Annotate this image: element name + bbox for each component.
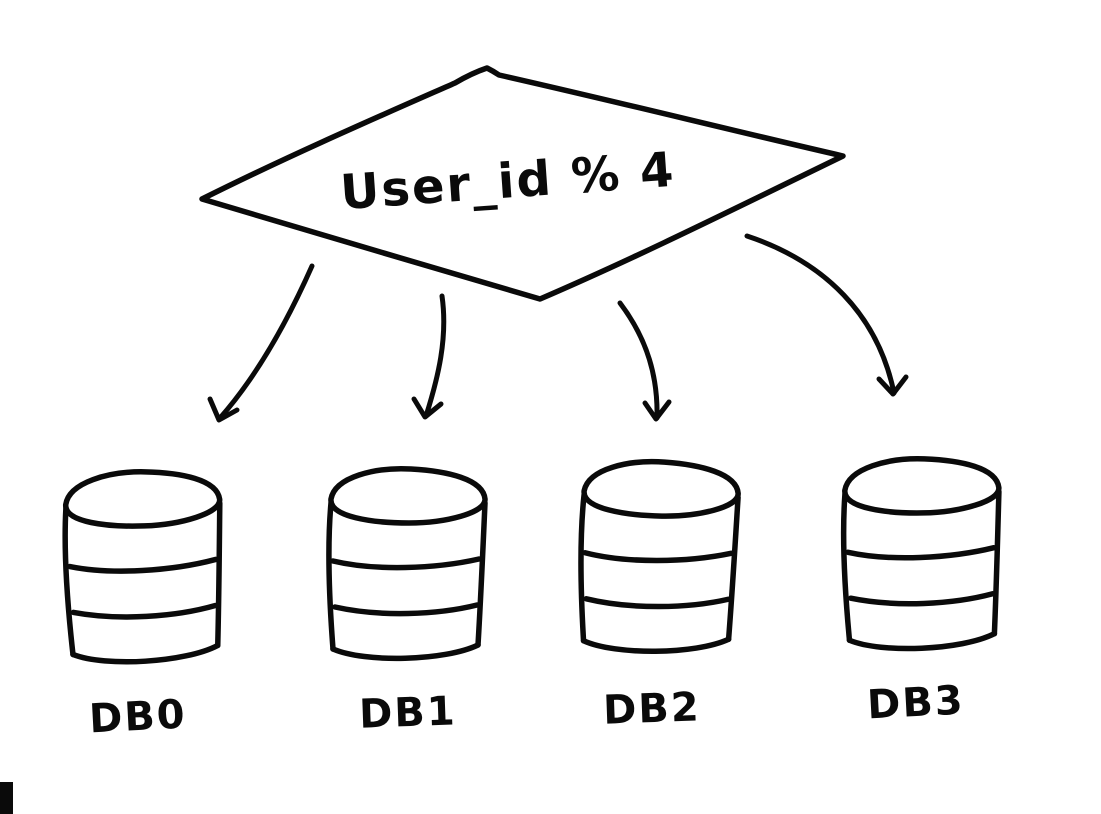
arrowhead-icon	[411, 396, 444, 420]
arrow-curve	[617, 300, 660, 421]
arrowhead-icon	[876, 374, 909, 397]
ink-smudge	[0, 782, 13, 814]
arrowhead-icon	[207, 396, 240, 423]
database-cylinder-icon	[326, 466, 488, 662]
arrow-curve	[217, 263, 315, 421]
diamond-shape	[199, 65, 846, 302]
db-label-3: DB3	[866, 677, 966, 728]
database-cylinder-icon	[62, 469, 223, 665]
database-db1	[326, 466, 488, 662]
db-label-2: DB2	[602, 684, 701, 733]
arrow-curve	[423, 293, 447, 419]
db-label-0: DB0	[88, 691, 188, 742]
database-cylinder-icon	[578, 458, 741, 654]
decision-diamond: User_id % 4	[199, 65, 846, 302]
decision-label: User_id % 4	[339, 142, 678, 221]
arrow-to-db3	[744, 233, 909, 397]
db-label-1: DB1	[358, 688, 457, 737]
arrow-to-db1	[411, 293, 447, 420]
arrowhead-icon	[642, 399, 672, 422]
database-db0	[62, 469, 223, 665]
database-db2	[578, 458, 741, 654]
arrow-to-db0	[207, 263, 315, 423]
database-db3	[840, 456, 1002, 652]
arrow-curve	[744, 233, 897, 396]
database-cylinder-icon	[840, 456, 1002, 652]
arrow-to-db2	[617, 300, 672, 422]
